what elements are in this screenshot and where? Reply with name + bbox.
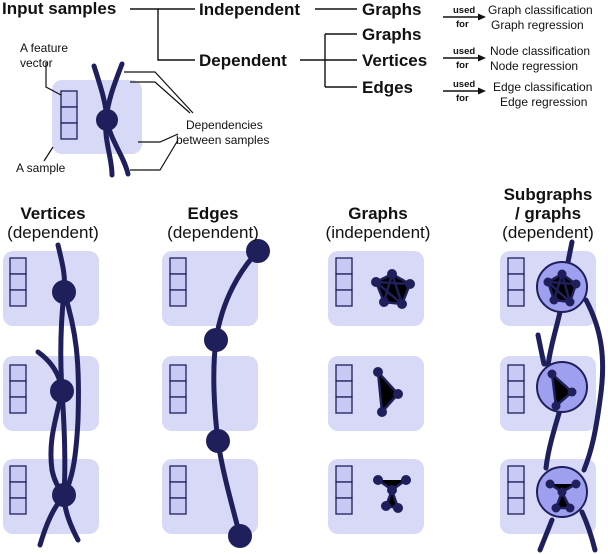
edge-node [206,429,230,453]
task-edge-classification: Edge classification [493,80,593,94]
edge-node [204,328,228,352]
feature-vector-label-line1: A feature [20,41,69,55]
feature-vector-label-line2: vector [20,56,53,70]
legend-leader-lines [43,62,194,171]
column-title: Vertices [20,204,86,223]
sample-panel [3,251,99,326]
col-graphs-diagram [328,251,424,534]
dependencies-label-line2: between samples [176,133,270,147]
feature-vectors [507,257,525,515]
column-subtitle: (dependent) [502,223,594,242]
col-edges-diagram [162,239,270,548]
legend-feature-vector [60,90,78,140]
edge-node [246,239,270,263]
vertex-node [52,483,76,507]
edge-node [228,524,252,548]
input-samples-label: Input samples [2,0,117,18]
column-header-graphs: Graphs (independent) [318,204,438,242]
feature-vectors [9,257,27,515]
tree-connectors [130,8,480,92]
task-graph-regression: Graph regression [491,18,584,32]
sample-label: A sample [16,161,66,175]
task-node-classification: Node classification [490,44,591,58]
independent-label: Independent [199,0,301,19]
small-graphs-edges [374,272,412,510]
used-label: used [453,79,476,90]
feature-vectors [169,257,187,515]
column-header-subgraphs: Subgraphs / graphs (dependent) [494,185,602,242]
column-title-line1: Subgraphs [503,185,593,204]
edge-nodes [204,239,270,548]
column-subtitle: (dependent) [7,223,99,242]
graphs-label-independent: Graphs [362,0,422,19]
task-node-regression: Node regression [490,59,579,73]
vertex-node [52,280,76,304]
vertices-label: Vertices [362,51,428,70]
dependencies-label-line1: Dependencies [186,118,263,132]
col-vertices-diagram [3,242,99,548]
col-subgraphs-diagram [500,239,606,553]
column-header-vertices: Vertices (dependent) [0,204,106,242]
connector-root [130,8,195,61]
legend-node [96,109,118,131]
dependent-label: Dependent [199,51,287,70]
column-title-line2: / graphs [514,204,582,223]
connector-dependent [300,33,357,88]
edge-chain [211,248,261,539]
subgraph-inner-nodes [543,269,581,513]
column-header-edges: Edges (dependent) [160,204,266,242]
legend-illustration [43,61,194,178]
column-title: Graphs [348,204,408,223]
column-subtitle: (independent) [325,223,431,242]
sample-panel [3,459,99,534]
small-graph-nodes [371,269,415,513]
for-label: for [456,60,469,71]
for-label: for [456,19,469,30]
for-label: for [456,93,469,104]
vertex-node [50,379,74,403]
used-label: used [453,46,476,57]
column-subtitle: (dependent) [167,223,259,242]
task-edge-regression: Edge regression [500,95,588,109]
task-graph-classification: Graph classification [488,3,593,17]
column-title: Edges [187,204,239,223]
graphs-label-dependent: Graphs [362,25,422,44]
subgraph-dependencies [535,239,606,553]
edges-label: Edges [362,78,414,97]
feature-vectors [335,257,353,515]
arrow-heads [478,13,486,95]
vertex-nodes [50,280,76,507]
used-label: used [453,5,476,16]
